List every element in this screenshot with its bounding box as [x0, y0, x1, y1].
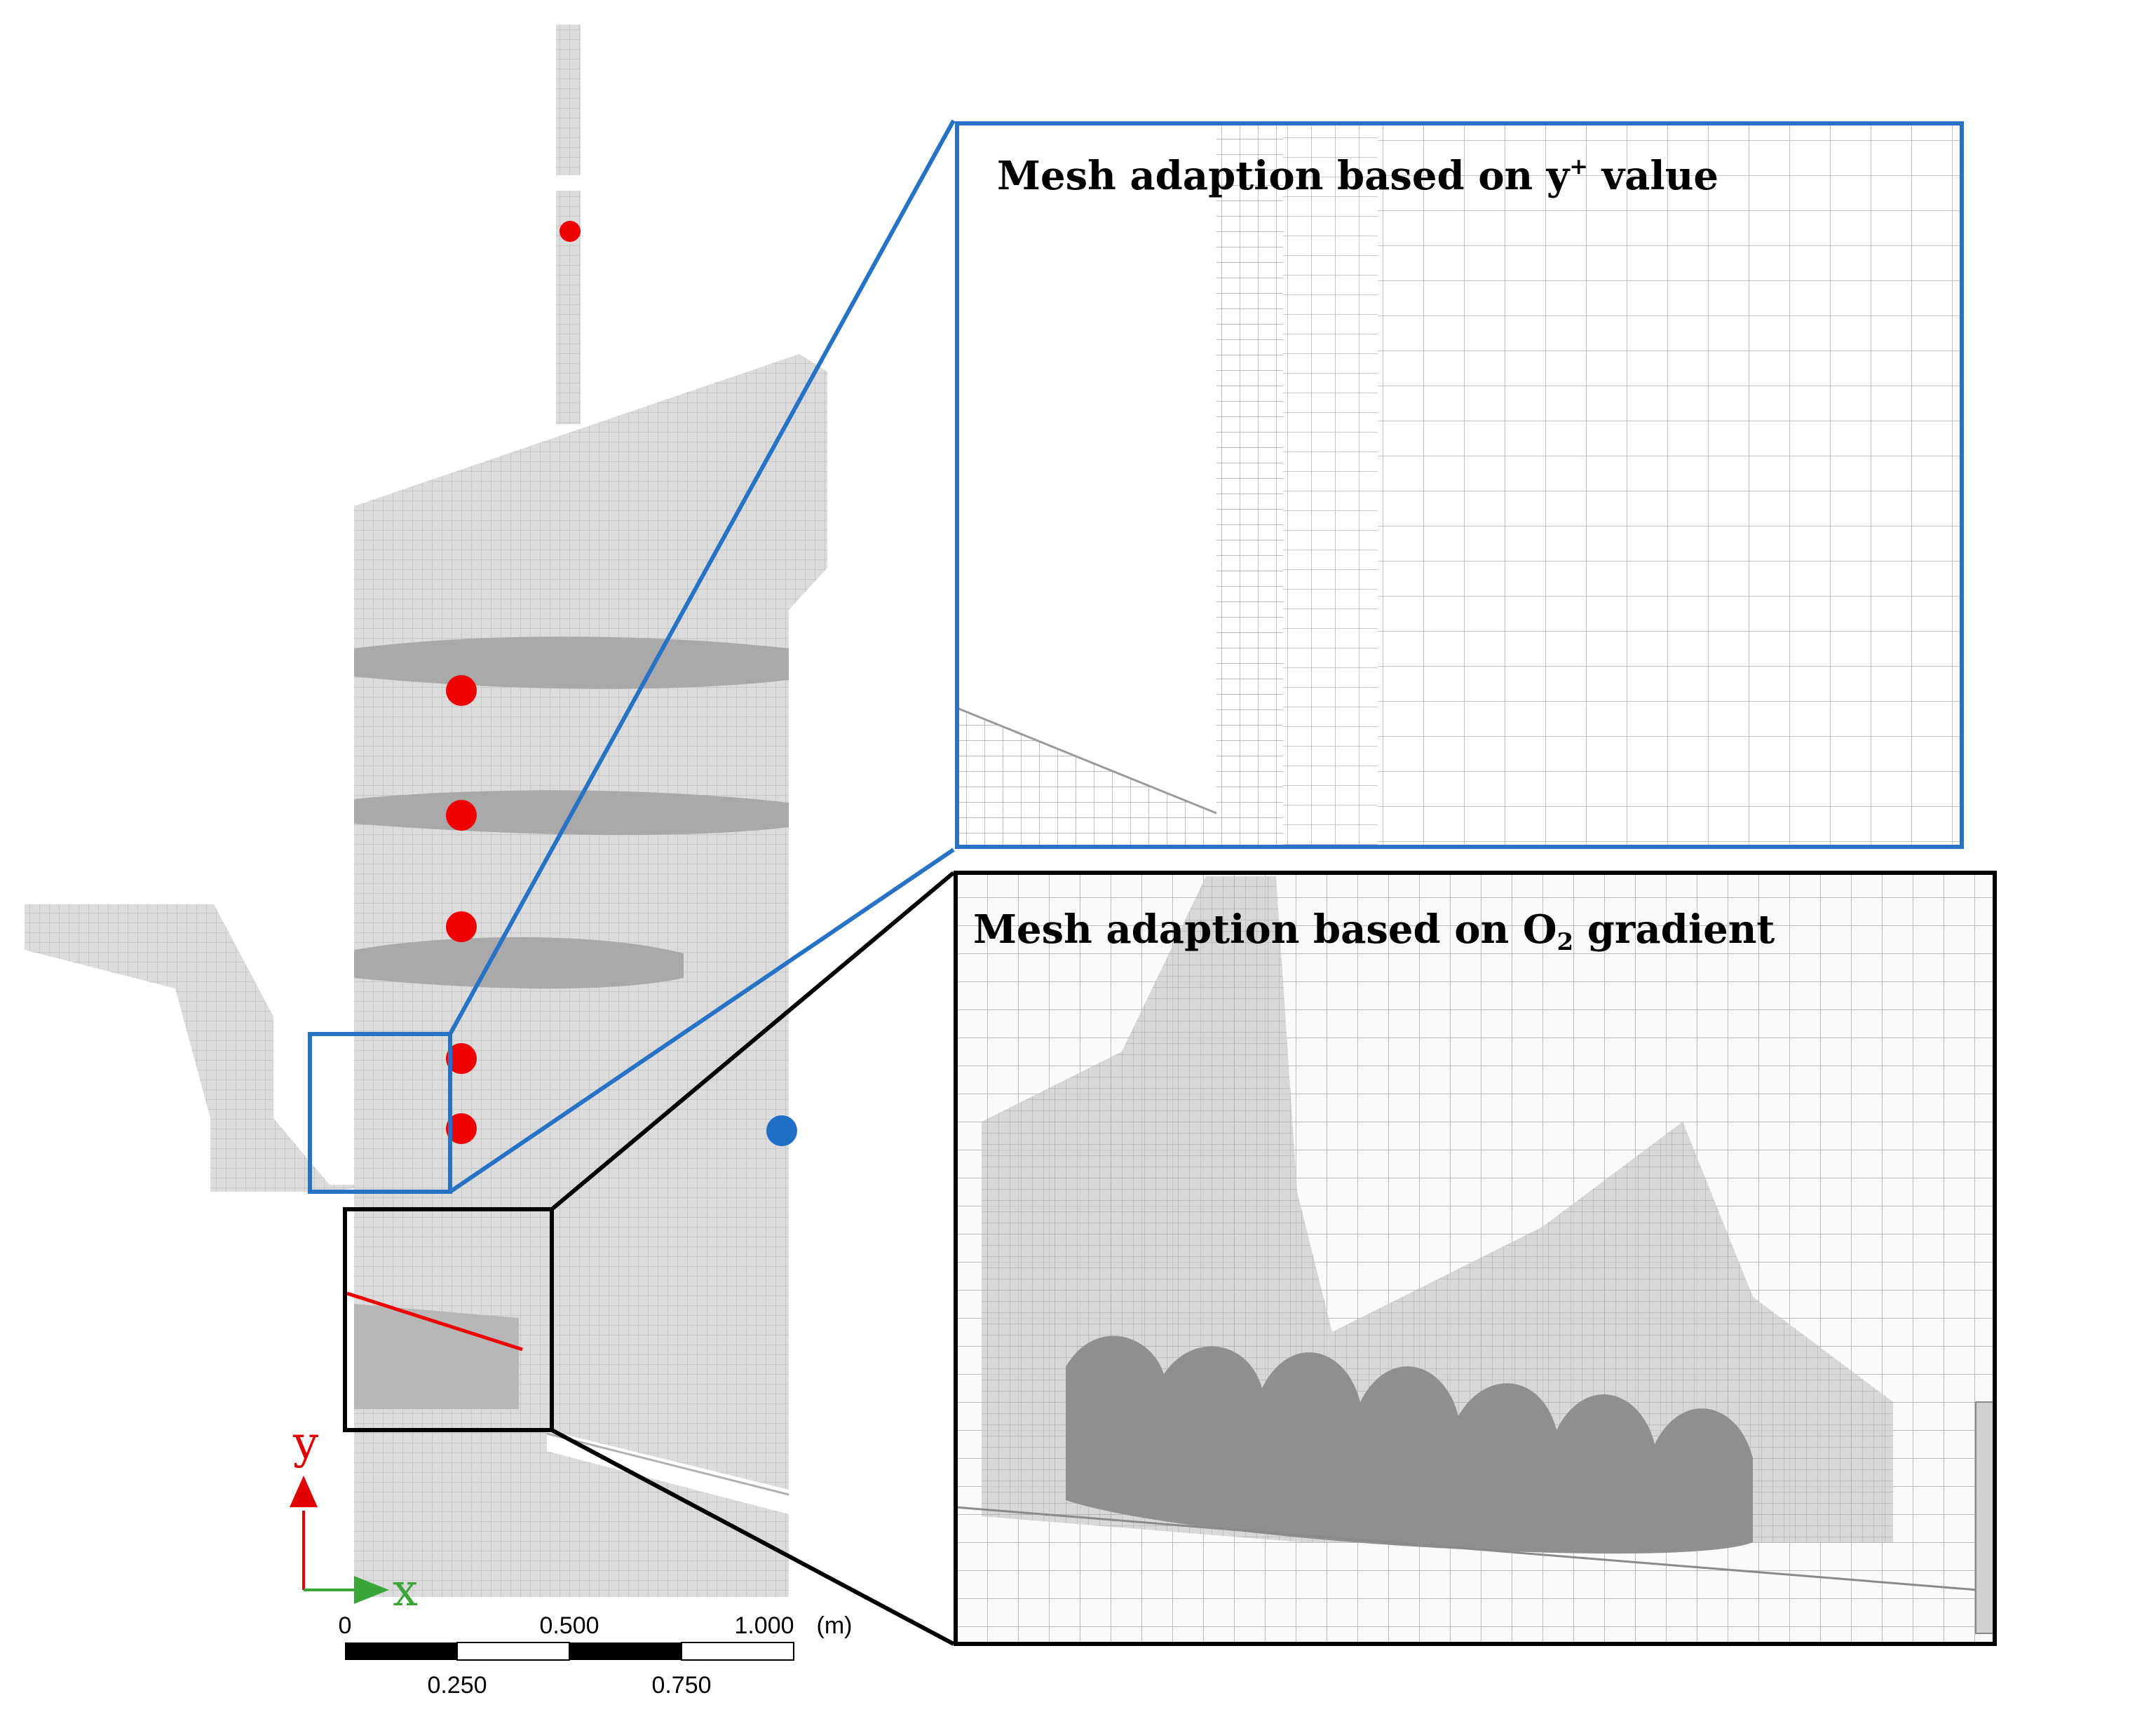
scale-label-0250: 0.250 — [427, 1672, 487, 1699]
grate-region — [354, 1304, 519, 1409]
scale-label-0: 0 — [339, 1612, 352, 1639]
x-arrow-icon — [354, 1576, 389, 1604]
red-marker — [446, 1043, 477, 1074]
chimney-gap — [556, 175, 581, 191]
red-marker — [446, 675, 477, 706]
y-arrow-icon — [290, 1476, 318, 1507]
scale-label-0750: 0.750 — [651, 1672, 711, 1699]
blue-marker — [766, 1115, 797, 1146]
scale-bar: 0 0.500 1.000 (m) 0.250 0.750 — [339, 1612, 853, 1699]
sensor-markers — [346, 221, 797, 1352]
coordinate-axes: y x — [290, 1417, 418, 1617]
scale-unit: (m) — [817, 1612, 853, 1639]
bottom-zoom-box — [343, 1207, 554, 1432]
red-marker — [446, 911, 477, 942]
top-panel-title: Mesh adaption based on y+ value — [997, 153, 1718, 199]
red-marker — [446, 800, 477, 831]
top-zoom-box — [308, 1032, 452, 1194]
x-axis-label: x — [393, 1565, 418, 1617]
y-axis-label: y — [292, 1417, 318, 1469]
dense-band-3 — [354, 937, 684, 989]
bottom-panel — [956, 873, 1995, 1644]
scale-label-0500: 0.500 — [539, 1612, 599, 1639]
red-marker — [446, 1113, 477, 1144]
dense-band-1 — [354, 637, 789, 689]
lower-channel — [547, 1430, 789, 1514]
bottom-panel-title: Mesh adaption based on O2 gradient — [973, 906, 1775, 956]
scale-label-1000: 1.000 — [734, 1612, 794, 1639]
red-line — [346, 1291, 523, 1352]
feed-channel — [25, 904, 354, 1192]
zoom-indicators — [308, 119, 956, 1646]
bottom-panel-frame — [954, 871, 1997, 1646]
red-marker — [560, 221, 581, 242]
furnace-mesh — [25, 25, 827, 1597]
top-panel — [957, 123, 1962, 847]
top-panel-frame — [955, 121, 1964, 849]
